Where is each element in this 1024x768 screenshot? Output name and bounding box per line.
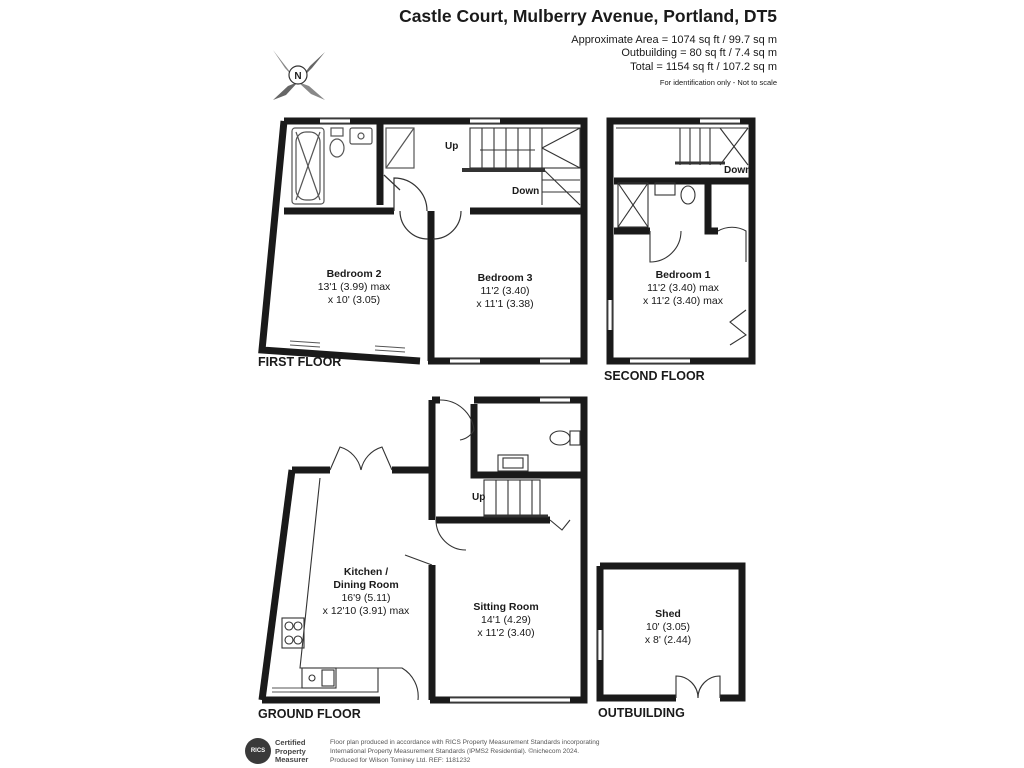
approx-area-text: Approximate Area = 1074 sq ft / 99.7 sq …: [571, 34, 777, 46]
second-floor-down-label: Down: [724, 165, 752, 176]
room-dimension: 10' (3.05): [645, 621, 691, 633]
outbuilding-area-text: Outbuilding = 80 sq ft / 7.4 sq m: [621, 47, 777, 59]
identification-note: For identification only - Not to scale: [659, 78, 777, 87]
room-name-line2: Dining Room: [333, 579, 399, 591]
room-dimension: x 11'2 (3.40) max: [642, 295, 724, 307]
room-dimension: 11'2 (3.40) max: [647, 282, 719, 294]
room-name: Sitting Room: [473, 601, 539, 613]
first-floor-walls: [258, 117, 588, 365]
room-dimension: 16'9 (5.11): [341, 592, 391, 604]
room-name: Bedroom 3: [477, 272, 533, 284]
second-floor-label: SECOND FLOOR: [604, 369, 705, 383]
room-bedroom-2: Bedroom 2 13'1 (3.99) max x 10' (3.05): [318, 268, 391, 307]
page-title: Castle Court, Mulberry Avenue, Portland,…: [399, 6, 777, 26]
room-kitchen-dining: Kitchen / Dining Room 16'9 (5.11) x 12'1…: [323, 566, 410, 618]
compass-north-label: N: [294, 71, 301, 82]
rics-logo-icon: RICS: [245, 738, 271, 764]
room-dimension: x 11'1 (3.38): [476, 298, 534, 310]
rics-certified-text: Certified Property Measurer: [275, 738, 309, 765]
ground-floor-label: GROUND FLOOR: [258, 707, 361, 721]
badge-line: Certified: [275, 738, 306, 747]
room-dimension: 11'2 (3.40): [480, 285, 530, 297]
footer-line: International Property Measurement Stand…: [330, 748, 580, 755]
second-floor-walls: [606, 117, 756, 365]
room-dimension: x 8' (2.44): [644, 634, 692, 646]
room-sitting-room: Sitting Room 14'1 (4.29) x 11'2 (3.40): [473, 601, 538, 640]
room-name: Bedroom 2: [326, 268, 382, 280]
room-dimension: 14'1 (4.29): [481, 614, 531, 626]
first-floor-down-label: Down: [512, 186, 540, 197]
rics-badge: RICS Certified Property Measurer: [245, 738, 325, 766]
room-dimension: x 10' (3.05): [327, 294, 381, 306]
outbuilding-walls: [596, 562, 746, 702]
room-shed: Shed 10' (3.05) x 8' (2.44): [645, 608, 691, 647]
room-name: Bedroom 1: [655, 269, 711, 281]
first-floor-up-label: Up: [445, 141, 459, 152]
badge-line: Measurer: [275, 755, 309, 764]
room-dimension: 13'1 (3.99) max: [317, 281, 391, 293]
room-name: Kitchen /: [343, 566, 389, 578]
first-floor-label: FIRST FLOOR: [258, 355, 342, 369]
footer-line: Floor plan produced in accordance with R…: [330, 739, 600, 746]
room-name: Shed: [655, 608, 681, 620]
footer-line: Produced for Wilson Tominey Ltd. REF: 11…: [330, 757, 471, 764]
badge-line: Property: [275, 746, 306, 756]
outbuilding-label: OUTBUILDING: [598, 706, 685, 720]
room-bedroom-3: Bedroom 3 11'2 (3.40) x 11'1 (3.38): [476, 272, 533, 311]
room-bedroom-1: Bedroom 1 11'2 (3.40) max x 11'2 (3.40) …: [643, 269, 723, 308]
total-area-text: Total = 1154 sq ft / 107.2 sq m: [630, 61, 777, 73]
room-dimension: x 12'10 (3.91) max: [322, 605, 410, 617]
compass-icon: N: [273, 50, 325, 100]
ground-floor-up-label: Up: [472, 492, 486, 503]
footer-disclaimer: Floor plan produced in accordance with R…: [330, 738, 630, 765]
ground-floor-walls: [258, 396, 588, 704]
room-dimension: x 11'2 (3.40): [477, 627, 535, 639]
